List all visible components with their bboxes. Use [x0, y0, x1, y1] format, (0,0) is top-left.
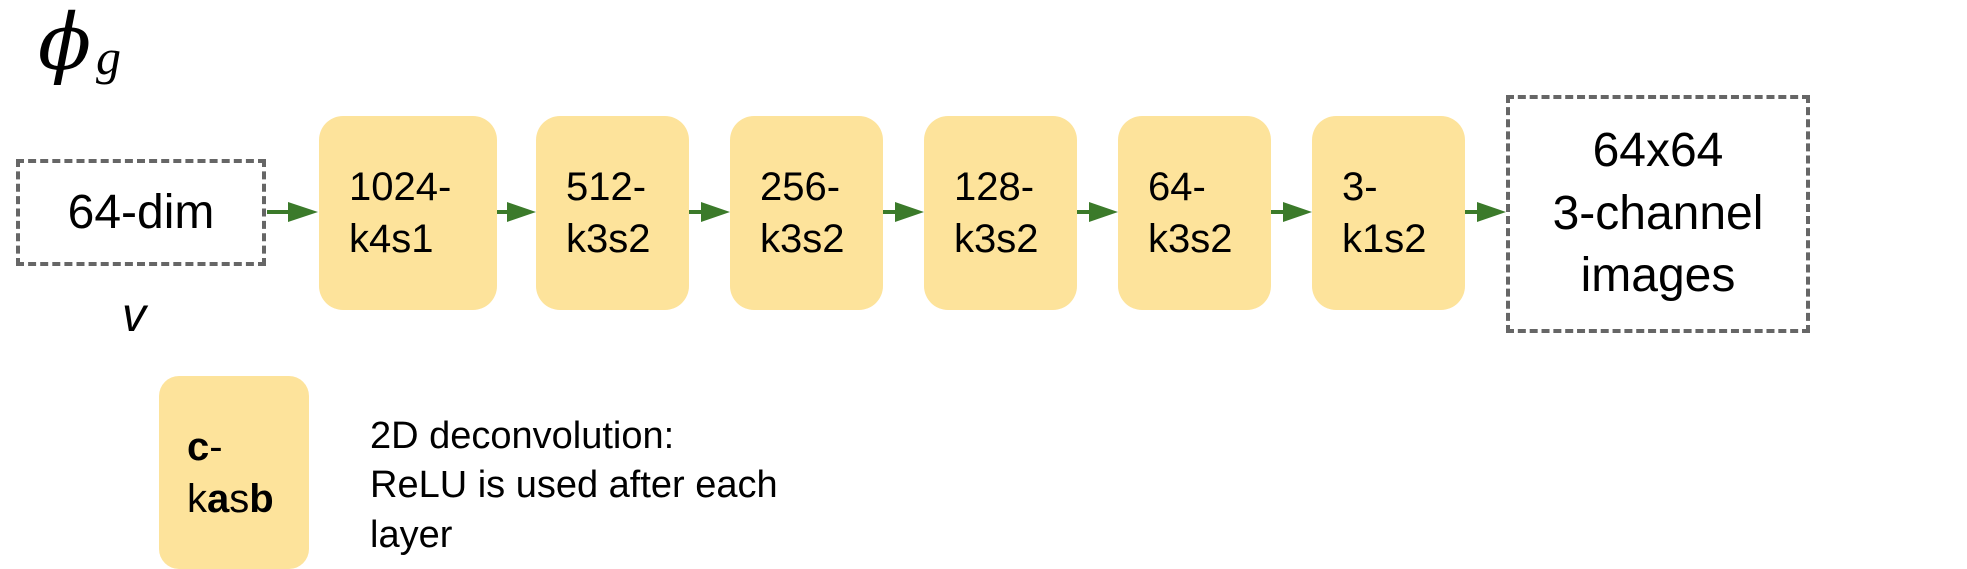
- layer-6-kernel: k1s2: [1342, 217, 1427, 261]
- layer-6: 3- k1s2: [1312, 116, 1465, 310]
- arrow-layer-4-to-layer-5: [1077, 202, 1118, 222]
- phi-symbol: ϕ: [38, 0, 92, 88]
- layer-4-kernel: k3s2: [954, 217, 1039, 261]
- legend-line-3: layer: [370, 513, 453, 556]
- legend-description: 2D deconvolution: ReLU is used after eac…: [370, 412, 778, 560]
- layer-1: 1024- k4s1: [319, 116, 497, 310]
- layer-5-channels: 64-: [1148, 165, 1206, 209]
- legend-layer-box: c- kasb: [159, 376, 309, 569]
- output-box: 64x64 3-channel images: [1506, 95, 1810, 333]
- layer-3-channels: 256-: [760, 165, 841, 209]
- arrow-layer-6-to-output: [1465, 202, 1506, 222]
- layer-5-kernel: k3s2: [1148, 217, 1233, 261]
- arrow-layer-2-to-layer-3: [689, 202, 730, 222]
- phi-subscript: g: [96, 29, 121, 85]
- layer-2: 512- k3s2: [536, 116, 689, 310]
- legend-dash: -: [209, 424, 223, 469]
- layer-2-kernel: k3s2: [566, 217, 651, 261]
- layer-5: 64- k3s2: [1118, 116, 1271, 310]
- legend-k: k: [187, 476, 207, 521]
- layer-6-channels: 3-: [1342, 165, 1378, 209]
- output-line-2: 3-channel: [1552, 186, 1764, 240]
- layer-3-kernel: k3s2: [760, 217, 845, 261]
- layer-3: 256- k3s2: [730, 116, 883, 310]
- layer-4: 128- k3s2: [924, 116, 1077, 310]
- layer-4-channels: 128-: [954, 165, 1035, 209]
- legend-a: a: [207, 476, 230, 521]
- arrow-layer-3-to-layer-4: [883, 202, 924, 222]
- legend-box-line-1: c-: [187, 421, 309, 473]
- arrow-input-to-layer-1: [267, 202, 318, 222]
- legend-c: c: [187, 424, 210, 469]
- output-line-1: 64x64: [1592, 124, 1724, 178]
- layer-2-channels: 512-: [566, 165, 647, 209]
- input-box: 64-dim: [16, 159, 266, 266]
- legend-b: b: [249, 476, 274, 521]
- layer-1-channels: 1024-: [349, 165, 452, 209]
- legend-s: s: [229, 476, 250, 521]
- legend-line-2: ReLU is used after each: [370, 464, 778, 507]
- input-variable: v: [122, 289, 146, 342]
- input-label: 64-dim: [67, 186, 215, 239]
- legend-line-1: 2D deconvolution:: [370, 415, 675, 457]
- phi-g-label: ϕ g: [38, 4, 158, 94]
- legend-box-line-2: kasb: [187, 473, 309, 525]
- arrow-layer-1-to-layer-2: [497, 202, 536, 222]
- layer-1-kernel: k4s1: [349, 217, 434, 261]
- output-line-3: images: [1580, 249, 1736, 303]
- arrow-layer-5-to-layer-6: [1271, 202, 1312, 222]
